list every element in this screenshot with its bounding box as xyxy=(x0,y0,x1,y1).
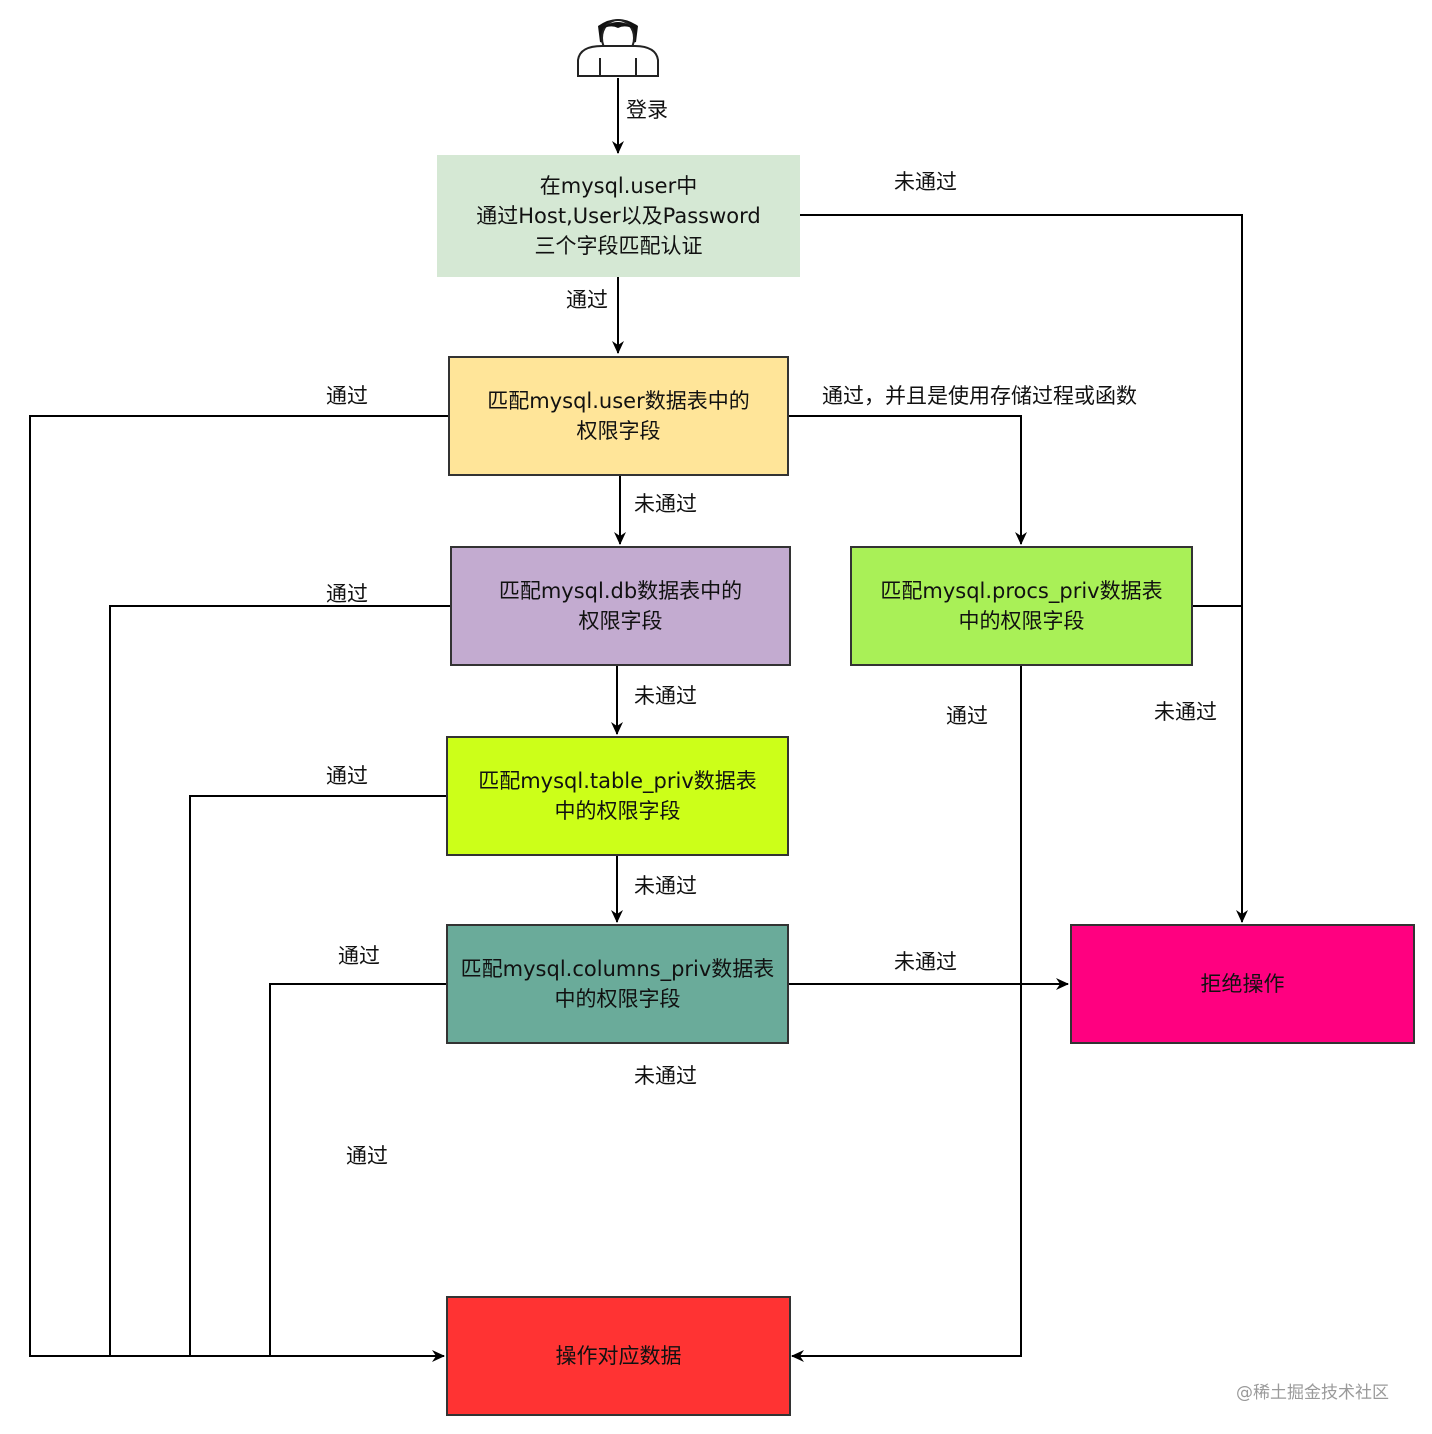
label-columns-pass-lower: 通过 xyxy=(346,1144,388,1168)
label-table-pass: 通过 xyxy=(326,764,368,788)
user-icon xyxy=(577,19,659,77)
label-columns-fail-right: 未通过 xyxy=(894,950,957,974)
node-procs-priv[interactable]: 匹配mysql.procs_priv数据表 中的权限字段 xyxy=(850,546,1193,666)
watermark: @稀土掘金技术社区 xyxy=(1236,1383,1389,1403)
edge-procs-pass xyxy=(791,666,1022,1362)
node-operate[interactable]: 操作对应数据 xyxy=(446,1296,791,1416)
node-columns-priv[interactable]: 匹配mysql.columns_priv数据表 中的权限字段 xyxy=(446,924,789,1044)
node-table-priv[interactable]: 匹配mysql.table_priv数据表 中的权限字段 xyxy=(446,736,789,856)
label-columns-pass: 通过 xyxy=(338,944,380,968)
node-reject[interactable]: 拒绝操作 xyxy=(1070,924,1415,1044)
label-user-pass: 通过 xyxy=(326,384,368,408)
node-db-priv[interactable]: 匹配mysql.db数据表中的 权限字段 xyxy=(450,546,791,666)
edge-columns-pass xyxy=(269,983,446,1356)
node-operate-text: 操作对应数据 xyxy=(555,1344,682,1368)
node-columns-priv-text: 匹配mysql.columns_priv数据表 中的权限字段 xyxy=(460,957,775,1011)
node-reject-text: 拒绝操作 xyxy=(1200,972,1285,996)
label-procs-fail: 未通过 xyxy=(1154,700,1217,724)
label-user-fail: 未通过 xyxy=(634,492,697,516)
label-auth-pass: 通过 xyxy=(566,288,608,312)
node-user-priv-text: 匹配mysql.user数据表中的 权限字段 xyxy=(487,389,750,443)
label-table-fail: 未通过 xyxy=(634,874,697,898)
label-db-fail: 未通过 xyxy=(634,684,697,708)
label-login: 登录 xyxy=(626,98,668,122)
node-db-priv-text: 匹配mysql.db数据表中的 权限字段 xyxy=(498,579,743,633)
edge-user-proc xyxy=(789,415,1027,545)
edge-user-pass xyxy=(29,415,448,1362)
edge-table-pass xyxy=(189,795,446,1356)
label-procs-pass: 通过 xyxy=(946,704,988,728)
label-db-pass: 通过 xyxy=(326,582,368,606)
node-procs-priv-text: 匹配mysql.procs_priv数据表 中的权限字段 xyxy=(880,579,1163,633)
node-table-priv-text: 匹配mysql.table_priv数据表 中的权限字段 xyxy=(478,769,757,823)
edge-db-pass xyxy=(109,605,450,1356)
node-user-auth[interactable]: 在mysql.user中 通过Host,User以及Password 三个字段匹… xyxy=(437,155,800,277)
node-user-priv[interactable]: 匹配mysql.user数据表中的 权限字段 xyxy=(448,356,789,476)
label-columns-fail-below: 未通过 xyxy=(634,1064,697,1088)
node-user-auth-text: 在mysql.user中 通过Host,User以及Password 三个字段匹… xyxy=(476,174,761,258)
label-auth-fail: 未通过 xyxy=(894,170,957,194)
edge-auth-fail xyxy=(800,214,1248,923)
label-user-proc: 通过，并且是使用存储过程或函数 xyxy=(822,384,1137,408)
